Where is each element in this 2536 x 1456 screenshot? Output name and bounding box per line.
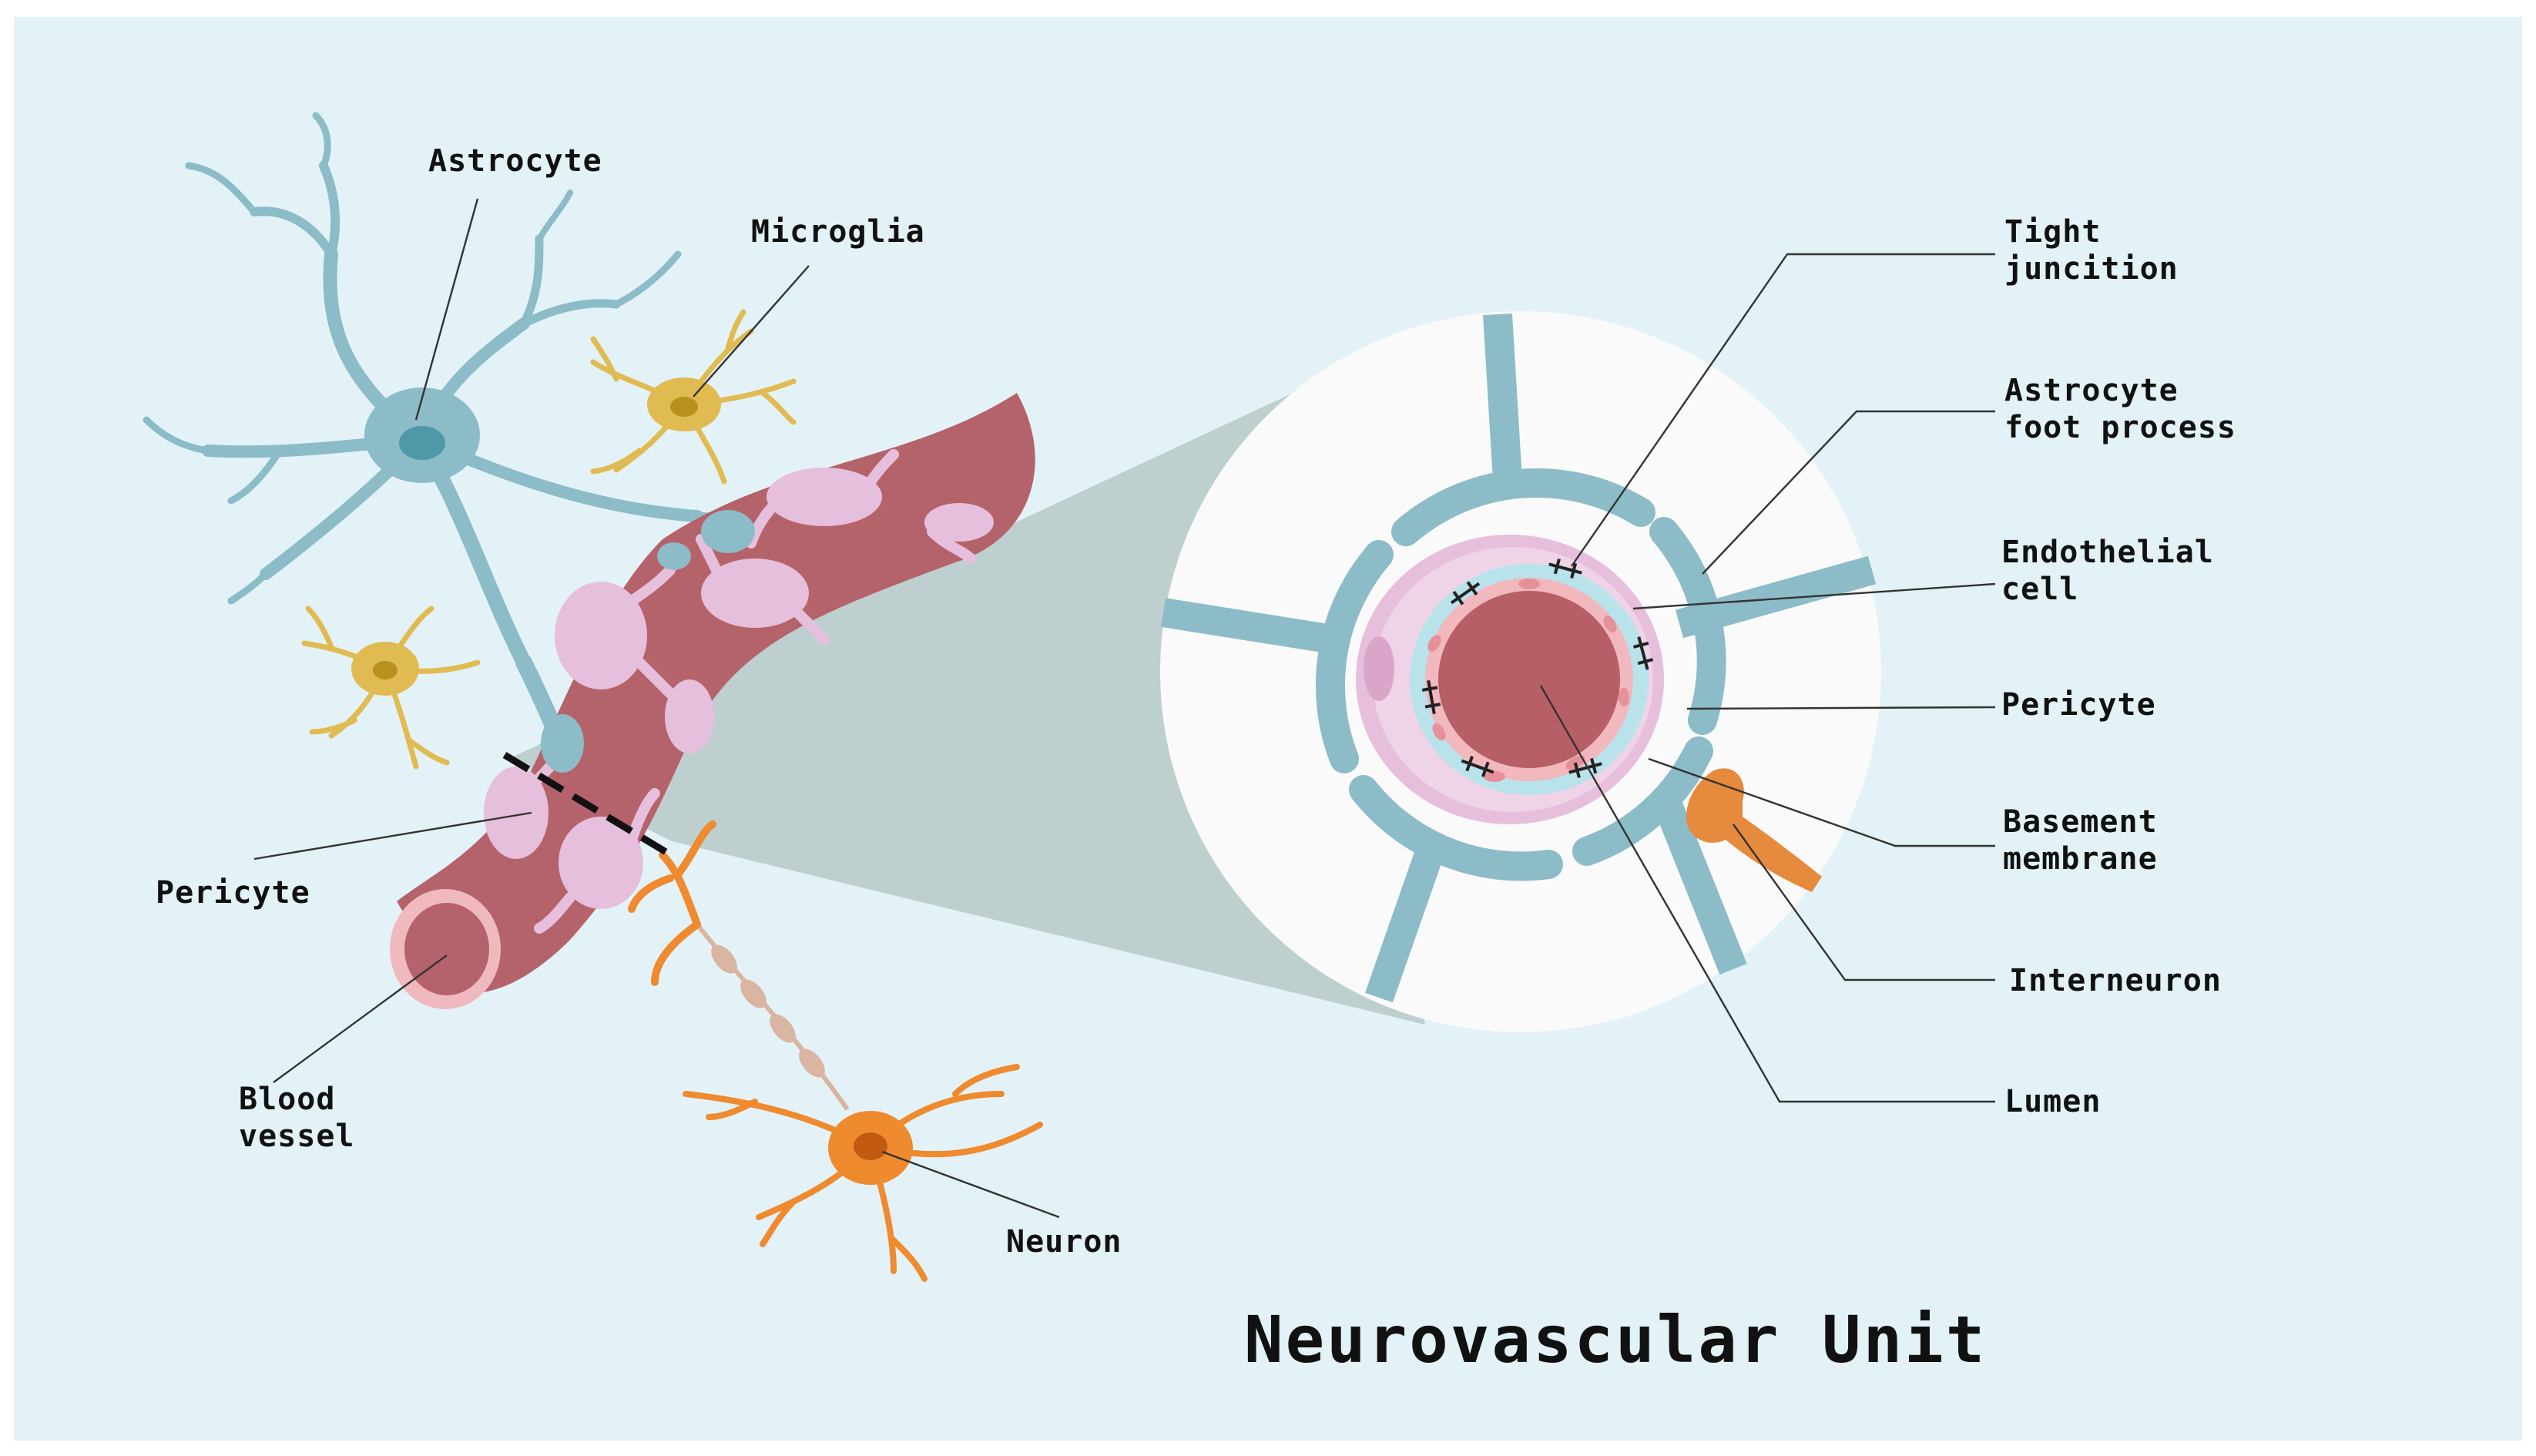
microglia-nucleus: [670, 397, 698, 417]
label-blood-vessel-line1: Blood: [239, 1082, 335, 1117]
vessel-opening-lumen: [404, 903, 489, 995]
astrocyte-spokes: [1161, 313, 1877, 1003]
neuron-terminal: [628, 820, 716, 986]
lumen: [1438, 591, 1620, 768]
label-astrocyte-foot-line1: Astrocyte: [2004, 373, 2179, 408]
label-endothelial-line1: Endothelial: [2001, 535, 2214, 570]
label-tight-junction-line1: Tight: [2004, 214, 2101, 250]
label-endothelial-line2: cell: [2001, 572, 2078, 607]
vessel-pericytes: [484, 468, 994, 909]
tight-junctions: [1421, 558, 1654, 779]
label-basement-line2: membrane: [2003, 841, 2158, 877]
endothelial-nuclei: [1427, 579, 1629, 782]
interneuron-shape: [1686, 768, 1822, 892]
label-lumen: Lumen: [2004, 1084, 2101, 1119]
label-tight-junction-line2: juncition: [2004, 251, 2179, 287]
leader-lines: [253, 198, 1996, 1219]
astrocyte-nucleus: [399, 426, 445, 460]
label-basement-line1: Basement: [2003, 804, 2158, 840]
blood-vessel: [397, 393, 1035, 994]
neuron-nucleus: [854, 1132, 887, 1160]
diagram-title: Neurovascular Unit: [1244, 1302, 1987, 1377]
vessel-endfeet: [541, 510, 755, 773]
label-pericyte-right: Pericyte: [2001, 687, 2156, 723]
astrocyte-foot-ring: [1315, 468, 1726, 881]
pericyte-processes: [534, 449, 976, 934]
neuron-axon: [695, 923, 850, 1111]
microglia-nucleus-2: [373, 661, 398, 679]
vessel-cut-line: [502, 752, 671, 857]
label-pericyte-left: Pericyte: [156, 875, 310, 911]
label-interneuron: Interneuron: [2009, 963, 2222, 998]
label-blood-vessel-line2: vessel: [239, 1119, 355, 1154]
label-microglia: Microglia: [751, 214, 925, 250]
pericyte-nucleus: [1364, 636, 1394, 701]
label-astrocyte-foot-line2: foot process: [2004, 410, 2236, 445]
label-astrocyte: Astrocyte: [428, 143, 602, 179]
label-neuron: Neuron: [1006, 1224, 1122, 1260]
